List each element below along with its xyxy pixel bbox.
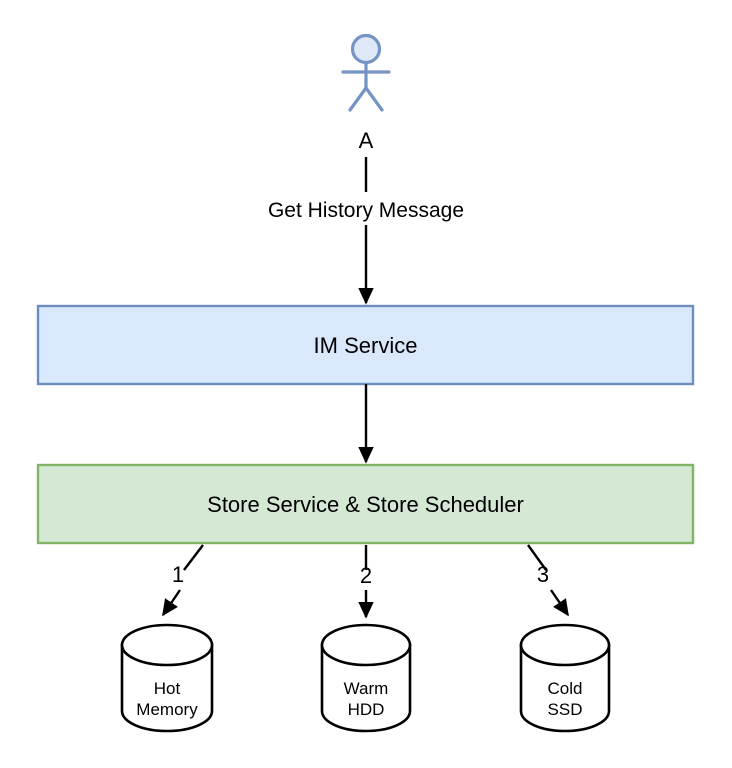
datastore-hot-memory-label-line2: Memory [136, 700, 198, 719]
datastore-cold-ssd[interactable]: Cold SSD [519, 623, 611, 733]
datastore-hot-memory[interactable]: Hot Memory [120, 623, 214, 733]
actor-stick-figure-icon [341, 33, 391, 112]
datastore-warm-hdd-label-line2: HDD [348, 700, 385, 719]
datastore-cold-ssd-label-line2: SSD [548, 700, 583, 719]
edge-label-get-history-message: Get History Message [268, 199, 464, 222]
edge-number-3: 3 [537, 562, 549, 587]
datastore-cold-ssd-label-line1: Cold [548, 679, 583, 698]
node-im-service-label: IM Service [314, 333, 418, 358]
datastore-warm-hdd[interactable]: Warm HDD [320, 623, 412, 733]
node-store-service-label: Store Service & Store Scheduler [207, 492, 524, 517]
edge-number-1: 1 [172, 562, 184, 587]
edge-store-to-cold-ssd [527, 544, 569, 617]
datastore-warm-hdd-label-line1: Warm [344, 679, 389, 698]
edge-store-to-hot-memory [162, 544, 204, 617]
node-im-service[interactable]: IM Service [36, 304, 695, 386]
node-store-service[interactable]: Store Service & Store Scheduler [36, 463, 695, 545]
datastore-hot-memory-label-line1: Hot [154, 679, 181, 698]
edge-number-2: 2 [360, 563, 372, 588]
actor-label: A [359, 128, 374, 153]
